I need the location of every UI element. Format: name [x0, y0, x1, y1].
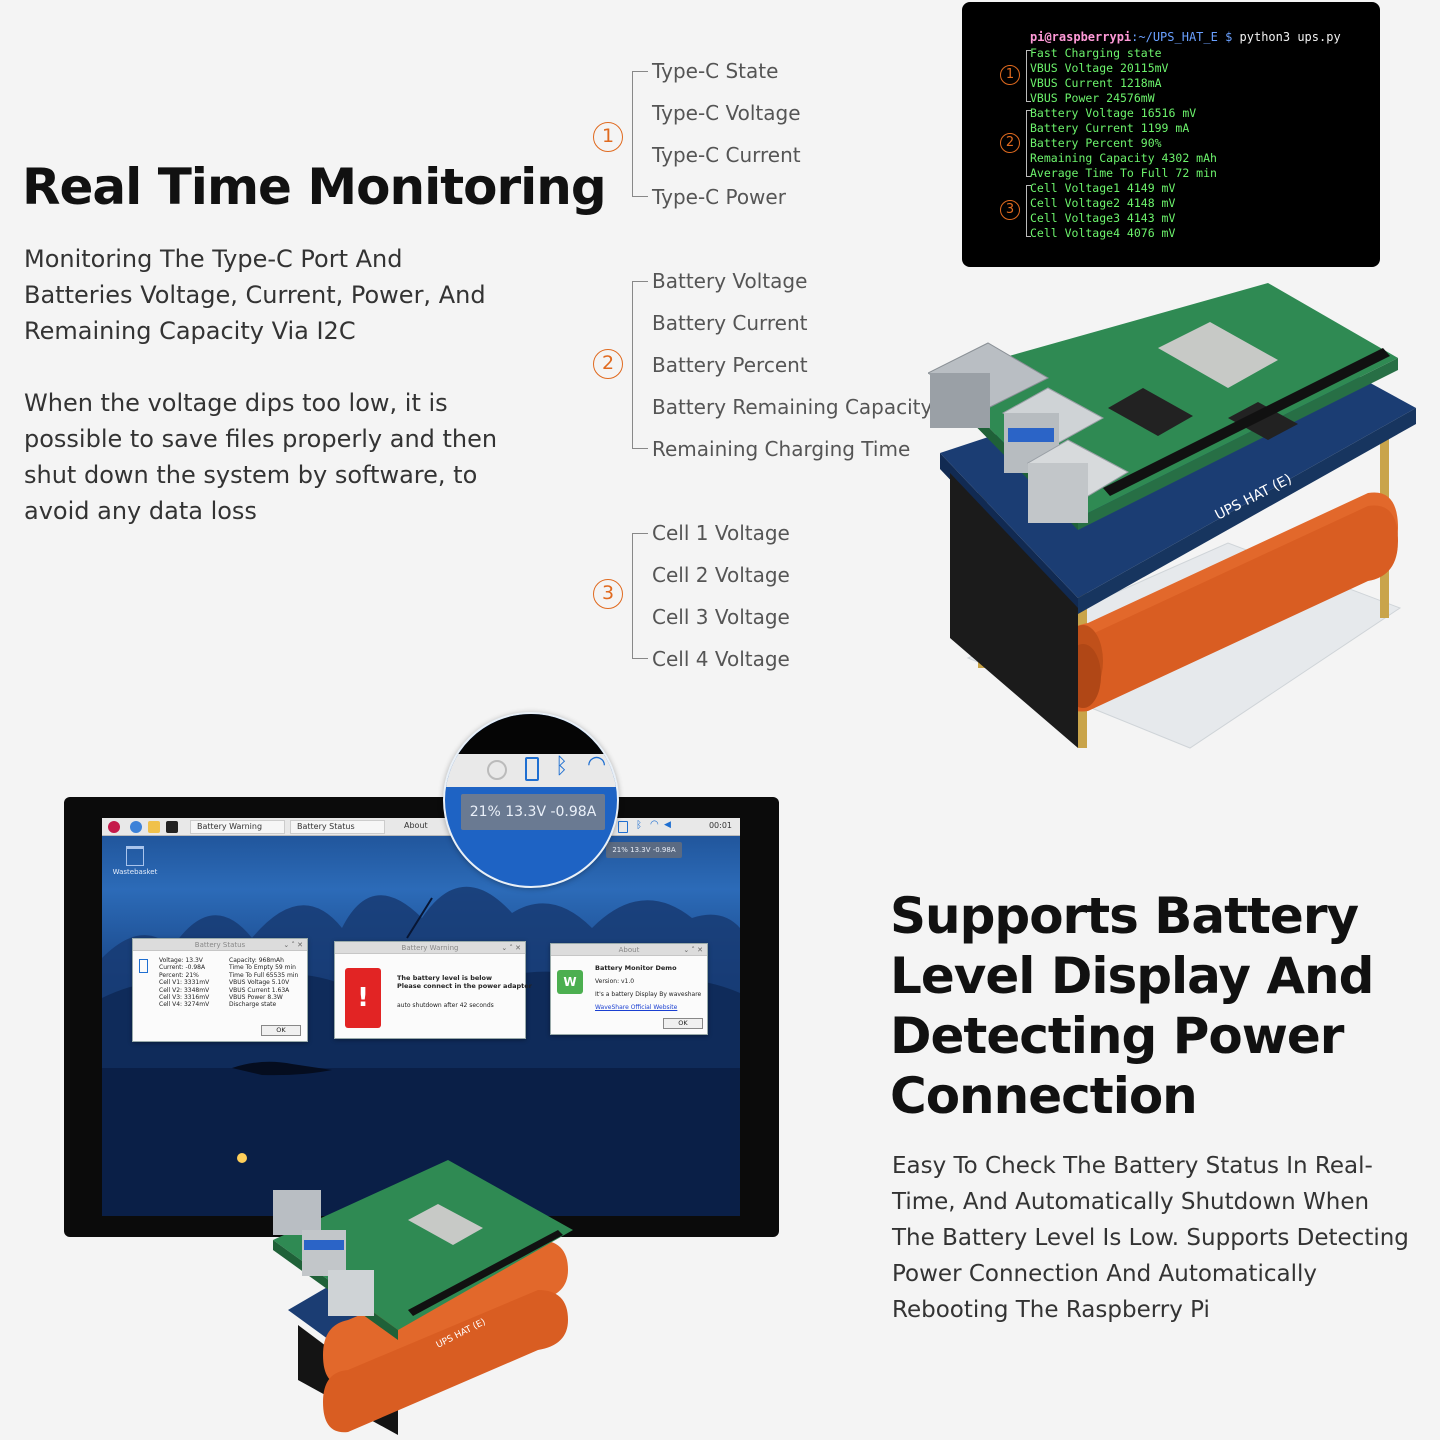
- desktop-icon-label: Wastebasket: [112, 868, 158, 876]
- section-title-battery-display: Supports Battery Level Display And Detec…: [890, 887, 1374, 1125]
- battery-warning-icon: !: [345, 968, 381, 1028]
- terminal-line: Cell Voltage1 4149 mV: [1030, 181, 1176, 195]
- ups-hat-hardware-image: UPS HAT (E): [928, 283, 1416, 749]
- terminal-icon[interactable]: [166, 821, 178, 833]
- battery-display-description: Easy To Check The Battery Status In Real…: [892, 1153, 1409, 1323]
- bluetooth-icon[interactable]: ᛒ: [636, 820, 642, 831]
- terminal-line: VBUS Voltage 20115mV: [1030, 61, 1169, 75]
- prompt-user: pi@raspberrypi: [1030, 30, 1132, 44]
- about-website-link[interactable]: WaveShare Official Website: [595, 1004, 678, 1011]
- terminal-line: Cell Voltage2 4148 mV: [1030, 196, 1176, 210]
- ups-hat-hardware-image-small: UPS HAT (E): [273, 1160, 573, 1435]
- dialog-title: Battery Warning: [335, 942, 525, 954]
- status-right-column: Capacity: 968mAh Time To Empty 59 min Ti…: [229, 957, 299, 1009]
- volume-icon[interactable]: ◀: [664, 820, 671, 830]
- folder-icon[interactable]: [148, 821, 160, 833]
- monitoring-description: Monitoring The Type-C Port And Batteries…: [24, 245, 486, 345]
- terminal-bracket: [1026, 110, 1031, 177]
- wifi-icon[interactable]: ◠: [650, 819, 659, 830]
- terminal-group-badge: 1: [1000, 65, 1020, 85]
- about-description: It's a battery Display By waveshare: [595, 991, 702, 998]
- terminal-line: Cell Voltage4 4076 mV: [1030, 226, 1176, 240]
- browser-icon[interactable]: [130, 821, 142, 833]
- magnified-battery-tooltip: 21% 13.3V -0.98A: [461, 794, 605, 830]
- battery-status-dialog: Battery Status ⌄ ˄ ✕ Voltage: 13.3V Curr…: [132, 938, 308, 1042]
- about-version: Version: v1.0: [595, 978, 635, 985]
- shutdown-description: When the voltage dips too low, it is pos…: [24, 389, 498, 525]
- dialog-window-controls[interactable]: ⌄ ˄ ✕: [683, 946, 703, 954]
- feature-item: Type-C Power: [652, 185, 786, 209]
- warning-line-1: The battery level is below: [397, 974, 492, 982]
- warning-line-2: Please connect in the power adapter: [397, 982, 532, 990]
- feature-item: Cell 1 Voltage: [652, 521, 790, 545]
- terminal-line: Remaining Capacity 4302 mAh: [1030, 151, 1217, 165]
- battery-tooltip: 21% 13.3V -0.98A: [606, 842, 682, 858]
- feature-item: Type-C Voltage: [652, 101, 801, 125]
- feature-item: Cell 3 Voltage: [652, 605, 790, 629]
- feature-item: Type-C State: [652, 59, 779, 83]
- dialog-window-controls[interactable]: ⌄ ˄ ✕: [501, 944, 521, 952]
- bluetooth-icon[interactable]: ᛒ: [555, 754, 569, 779]
- dialog-window-controls[interactable]: ⌄ ˄ ✕: [283, 941, 303, 949]
- taskbar-tab-battery-status[interactable]: Battery Status: [290, 820, 385, 834]
- feature-item: Battery Voltage: [652, 269, 808, 293]
- raspberry-menu-icon[interactable]: [108, 821, 120, 833]
- terminal-bracket: [1026, 185, 1031, 237]
- terminal-bracket: [1026, 50, 1031, 102]
- taskbar-tab-about[interactable]: About: [404, 821, 428, 830]
- wastebasket-icon: [126, 846, 144, 866]
- desktop-screen: Battery Warning Battery Status About ᛒ ◠…: [102, 818, 740, 1216]
- dialog-title: Battery Status: [133, 939, 307, 951]
- battery-warning-dialog: Battery Warning ⌄ ˄ ✕ ! The battery leve…: [334, 941, 532, 1039]
- group-number-badge: 3: [593, 579, 623, 609]
- group-bracket: [632, 533, 648, 659]
- tray-magnifier: ᛒ ◠ 21% 13.3V -0.98A: [443, 712, 619, 888]
- prompt-command: python3 ups.py: [1232, 30, 1341, 44]
- terminal-line: Average Time To Full 72 min: [1030, 166, 1217, 180]
- terminal-line: Battery Voltage 16516 mV: [1030, 106, 1197, 120]
- terminal-line: Cell Voltage3 4143 mV: [1030, 211, 1176, 225]
- wifi-icon[interactable]: ◠: [587, 752, 607, 777]
- feature-item: Type-C Current: [652, 143, 801, 167]
- waveshare-logo-icon: W: [557, 970, 583, 994]
- group-number-badge: 1: [593, 122, 623, 152]
- feature-item: Battery Current: [652, 311, 808, 335]
- magnified-taskbar: ᛒ ◠: [445, 752, 617, 787]
- terminal-group-badge: 3: [1000, 200, 1020, 220]
- section-title-monitoring: Real Time Monitoring: [22, 158, 607, 216]
- prompt-path: :~/UPS_HAT_E $: [1131, 30, 1233, 44]
- warning-line-3: auto shutdown after 42 seconds: [397, 1002, 494, 1009]
- terminal-line: VBUS Current 1218mA: [1030, 76, 1162, 90]
- terminal-line: Fast Charging state: [1030, 46, 1162, 60]
- feature-item: Remaining Charging Time: [652, 437, 911, 461]
- group-number-badge: 2: [593, 349, 623, 379]
- group-bracket: [632, 71, 648, 197]
- status-ok-button[interactable]: OK: [261, 1025, 301, 1036]
- taskbar-clock: 00:01: [708, 821, 732, 830]
- taskbar: Battery Warning Battery Status About ᛒ ◠…: [102, 818, 740, 836]
- terminal-window: pi@raspberrypi:~/UPS_HAT_E $ python3 ups…: [962, 2, 1380, 267]
- terminal-group-badge: 2: [1000, 133, 1020, 153]
- terminal-line: Battery Percent 90%: [1030, 136, 1162, 150]
- feature-item: Battery Remaining Capacity: [652, 395, 933, 419]
- battery-tray-icon[interactable]: [525, 757, 539, 781]
- desktop-icon-wastebasket[interactable]: Wastebasket: [110, 846, 160, 876]
- about-dialog: About ⌄ ˄ ✕ W Battery Monitor Demo Versi…: [550, 943, 708, 1035]
- taskbar-tab-battery-warning[interactable]: Battery Warning: [190, 820, 285, 834]
- battery-tray-icon[interactable]: [618, 821, 628, 833]
- feature-item: Cell 2 Voltage: [652, 563, 790, 587]
- terminal-line: Battery Current 1199 mA: [1030, 121, 1190, 135]
- status-left-column: Voltage: 13.3V Current: -0.98A Percent: …: [159, 957, 210, 1009]
- feature-item: Cell 4 Voltage: [652, 647, 790, 671]
- about-app-name: Battery Monitor Demo: [595, 964, 677, 972]
- feature-item: Battery Percent: [652, 353, 808, 377]
- sync-icon[interactable]: [487, 760, 507, 780]
- terminal-prompt: pi@raspberrypi:~/UPS_HAT_E $ python3 ups…: [1030, 30, 1341, 44]
- about-ok-button[interactable]: OK: [663, 1018, 703, 1029]
- terminal-line: VBUS Power 24576mW: [1030, 91, 1155, 105]
- group-bracket: [632, 281, 648, 449]
- battery-icon: [139, 959, 148, 973]
- dialog-title: About: [551, 944, 707, 956]
